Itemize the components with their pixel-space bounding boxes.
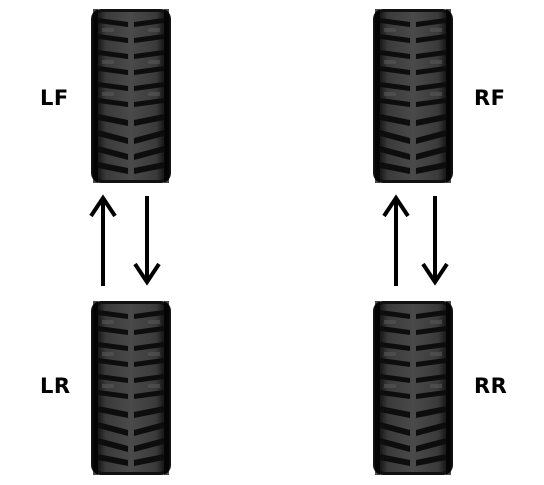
label-left-rear: LR bbox=[40, 374, 71, 398]
tire-icon-left-rear bbox=[90, 300, 172, 476]
arrow-down-icon-right bbox=[421, 196, 449, 286]
arrow-up-icon-right bbox=[382, 194, 410, 286]
arrow-down-icon-left bbox=[133, 196, 161, 286]
label-right-rear: RR bbox=[474, 374, 508, 398]
tire-icon-right-front bbox=[372, 8, 454, 184]
tire-icon-left-front bbox=[90, 8, 172, 184]
arrow-up-icon-left bbox=[89, 194, 117, 286]
tire-icon-right-rear bbox=[372, 300, 454, 476]
label-right-front: RF bbox=[474, 86, 506, 110]
label-left-front: LF bbox=[40, 86, 69, 110]
